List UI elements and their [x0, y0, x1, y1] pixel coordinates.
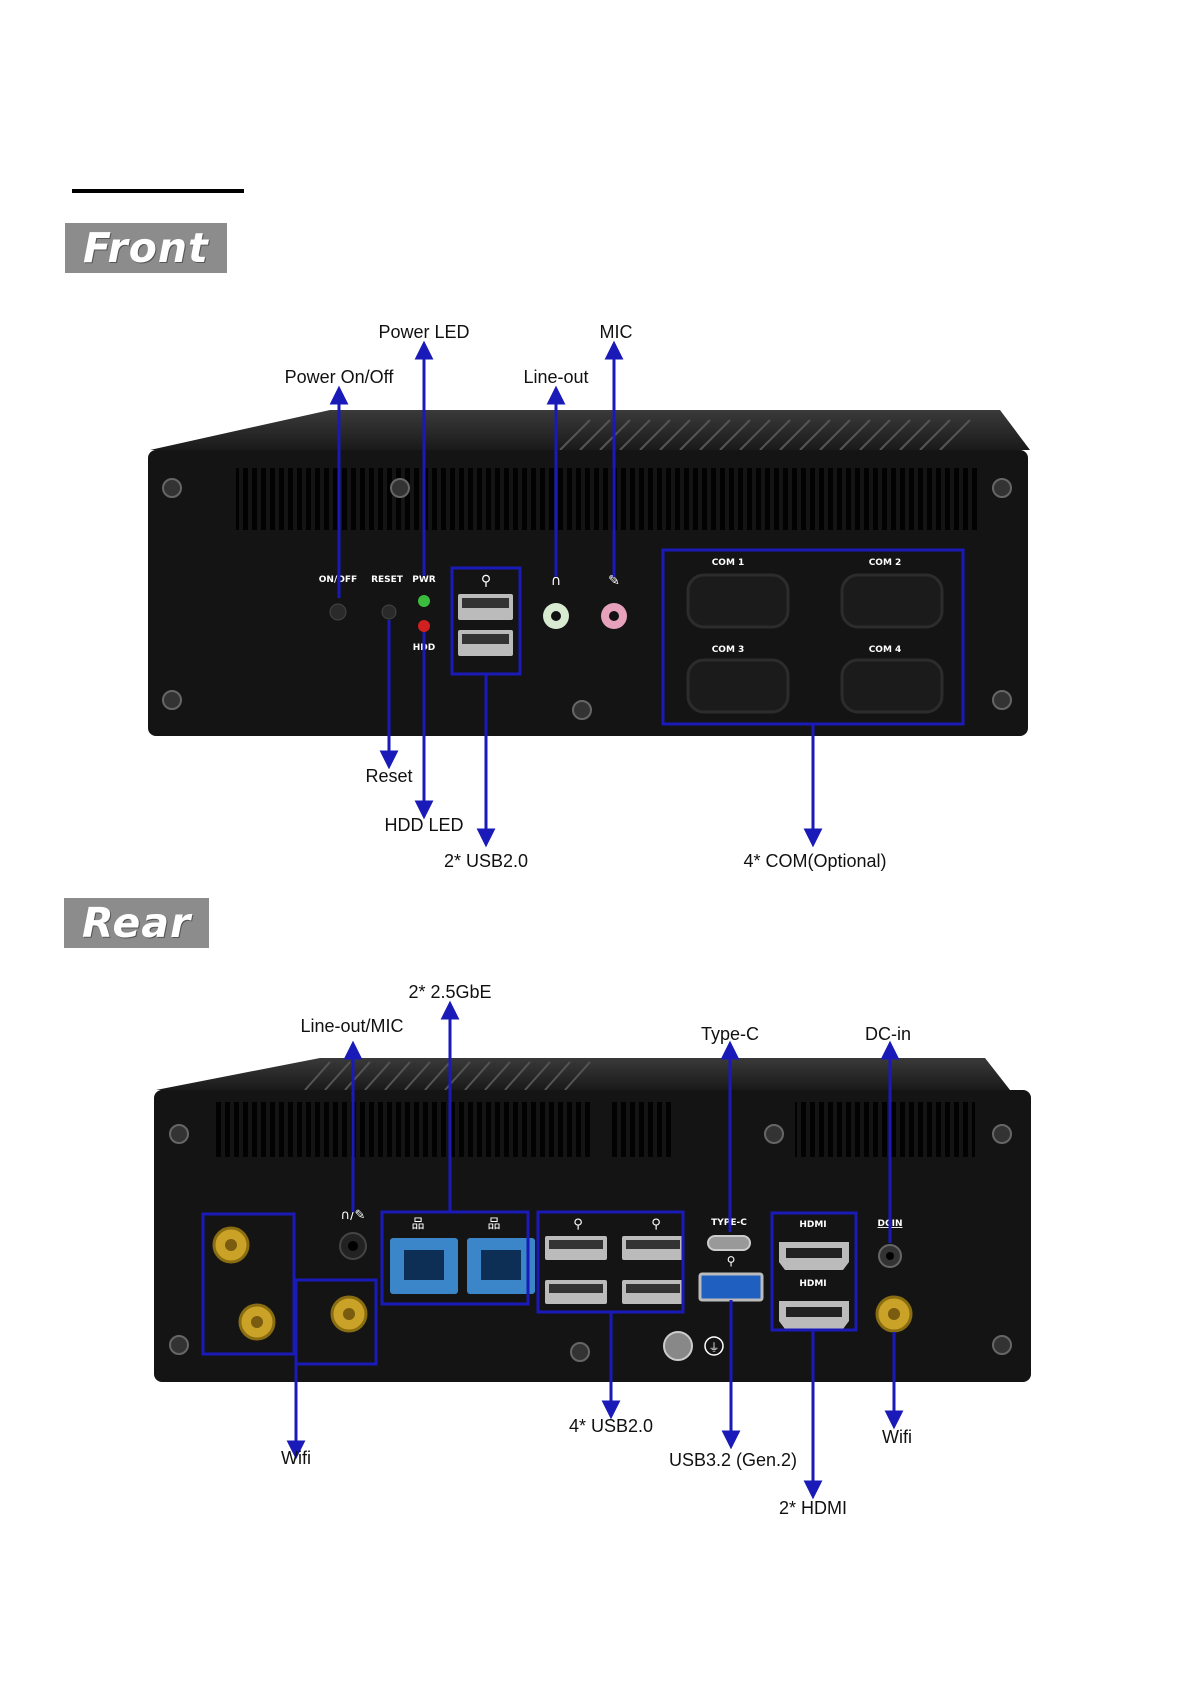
- callout-hdmi: 2* HDMI: [779, 1498, 847, 1519]
- front-vents: [236, 468, 981, 530]
- com2-label: COM 2: [869, 558, 902, 568]
- svg-text:⏚: ⏚: [709, 1341, 720, 1354]
- callout-lan: 2* 2.5GbE: [408, 982, 491, 1003]
- hdd-led: [418, 620, 430, 632]
- callout-dc-in: DC-in: [865, 1024, 911, 1045]
- callout-com: 4* COM(Optional): [743, 851, 886, 872]
- rear-vents-left: [214, 1102, 594, 1157]
- rear-vents-right: [795, 1102, 975, 1157]
- callout-power-led: Power LED: [378, 322, 469, 343]
- svg-text:⚲: ⚲: [481, 573, 491, 589]
- callout-wifi-right: Wifi: [882, 1427, 912, 1448]
- rear-heatsink: [156, 1058, 1010, 1090]
- hdmi1-panel-label: HDMI: [799, 1220, 826, 1230]
- hdmi2-panel-label: HDMI: [799, 1279, 826, 1289]
- callout-line-out: Line-out: [523, 367, 588, 388]
- svg-text:品: 品: [487, 1217, 500, 1232]
- reset-button: [382, 605, 396, 619]
- callout-rear-usb: 4* USB2.0: [569, 1416, 653, 1437]
- callout-power-on-off: Power On/Off: [285, 367, 394, 388]
- svg-text:⚲: ⚲: [727, 1254, 736, 1268]
- callout-hdd-led: HDD LED: [384, 815, 463, 836]
- callout-usb32: USB3.2 (Gen.2): [669, 1450, 797, 1471]
- reset-panel-label: RESET: [371, 575, 404, 585]
- com3-label: COM 3: [712, 645, 745, 655]
- callout-wifi-left: Wifi: [281, 1448, 311, 1469]
- svg-text:⚲: ⚲: [651, 1217, 661, 1232]
- callout-line-out-mic: Line-out/MIC: [300, 1016, 403, 1037]
- callout-front-usb: 2* USB2.0: [444, 851, 528, 872]
- callout-type-c: Type-C: [701, 1024, 759, 1045]
- dc-in-jack: [879, 1245, 901, 1267]
- svg-text:⚲: ⚲: [573, 1217, 583, 1232]
- callout-mic: MIC: [600, 322, 633, 343]
- com1-label: COM 1: [712, 558, 745, 568]
- pwr-label: PWR: [412, 575, 436, 585]
- power-led: [418, 595, 430, 607]
- rear-vents-mid: [612, 1102, 672, 1157]
- front-heatsink: [150, 410, 1030, 450]
- type-c-port: [708, 1236, 750, 1250]
- com4-label: COM 4: [869, 645, 902, 655]
- power-button: [330, 604, 346, 620]
- svg-text:品: 品: [411, 1217, 424, 1232]
- callout-reset: Reset: [365, 766, 412, 787]
